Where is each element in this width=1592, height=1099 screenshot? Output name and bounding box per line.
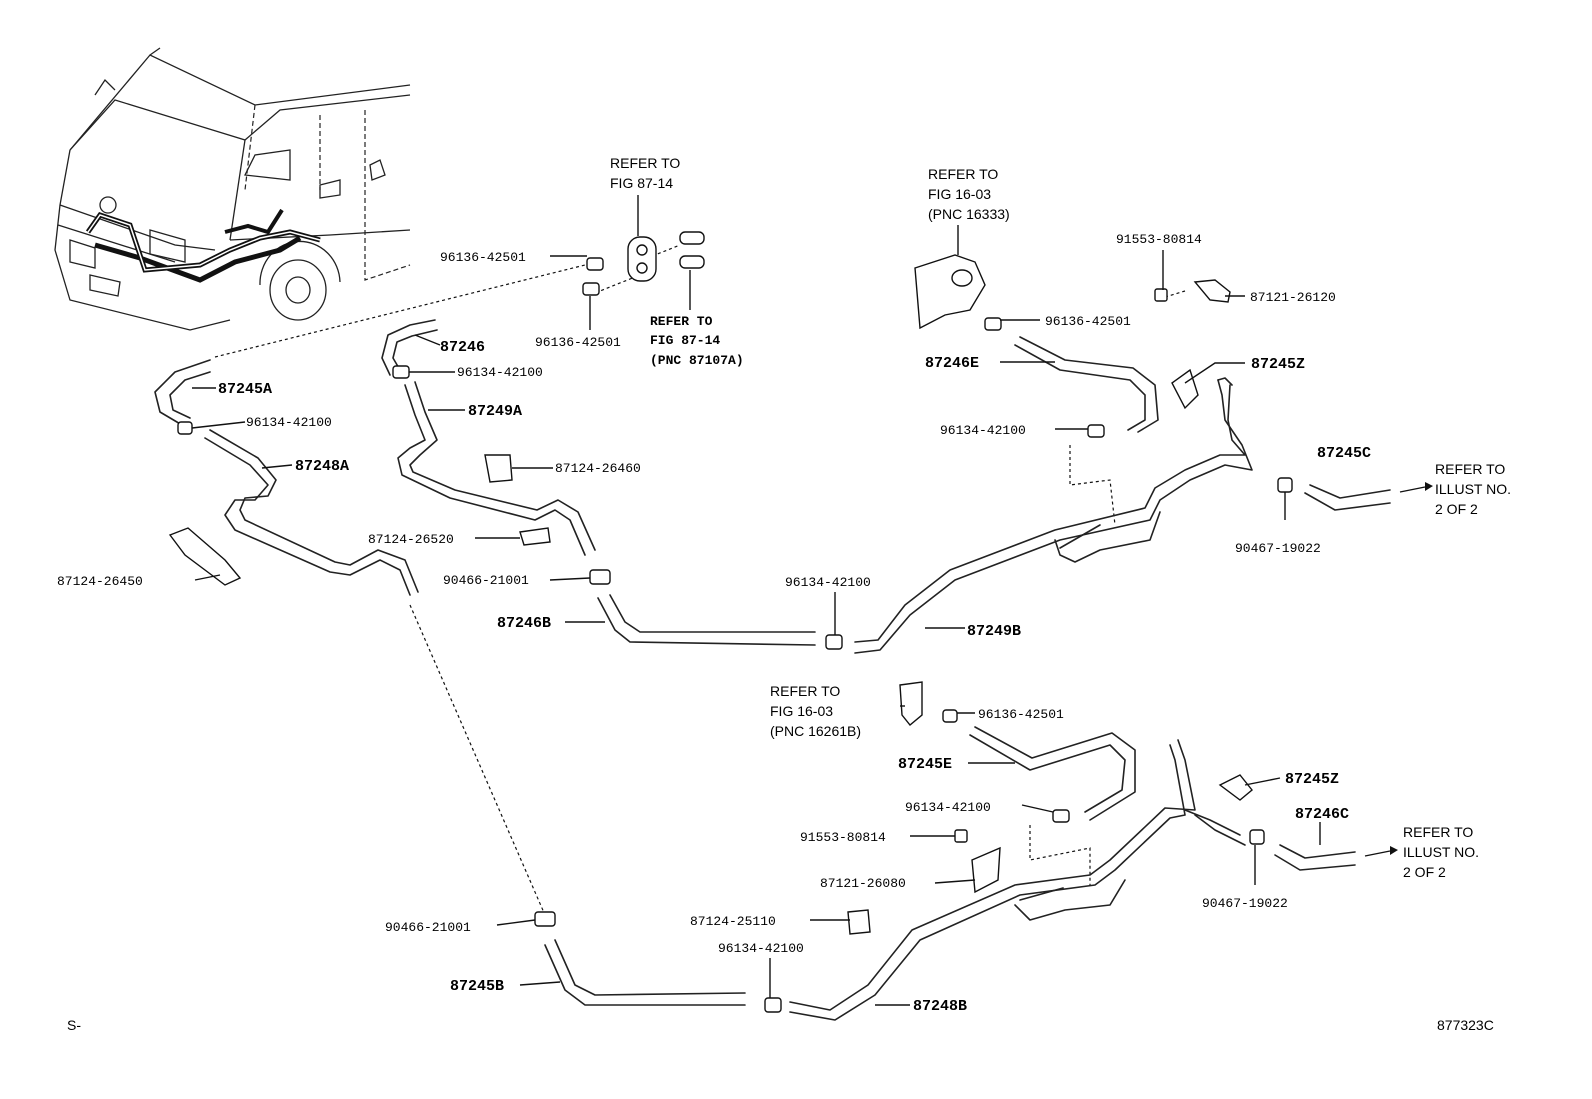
illustration-code: 877323C [1437,1017,1494,1033]
label-87246E: 87246E [925,355,979,372]
svg-text:REFER TO: REFER TO [1403,824,1473,840]
label-96134-42100-mid: 96134-42100 [457,365,543,380]
svg-text:2 OF 2: 2 OF 2 [1435,501,1478,517]
svg-text:(PNC 16333): (PNC 16333) [928,206,1010,222]
part-number-labels: 96136-42501 96136-42501 96134-42100 9613… [57,232,1336,956]
refer-note-fig87-top: REFER TO FIG 87-14 [610,155,680,191]
label-96134-42100-left: 96134-42100 [246,415,332,430]
label-87245Z-bottom: 87245Z [1285,771,1339,788]
label-87249B: 87249B [967,623,1021,640]
label-87124-25110: 87124-25110 [690,914,776,929]
refer-note-fig16-bottom: REFER TO FIG 16-03 (PNC 16261B) [770,683,861,739]
label-87248B: 87248B [913,998,967,1015]
label-87246C: 87246C [1295,806,1349,823]
svg-text:ILLUST NO.: ILLUST NO. [1403,844,1479,860]
svg-text:(PNC 87107A): (PNC 87107A) [650,353,744,368]
svg-text:ILLUST NO.: ILLUST NO. [1435,481,1511,497]
svg-text:FIG 16-03: FIG 16-03 [770,703,833,719]
label-96134-42100-87246b: 96134-42100 [785,575,871,590]
label-87245E: 87245E [898,756,952,773]
label-96136-42501-bottom: 96136-42501 [978,707,1064,722]
label-87248A: 87248A [295,458,349,475]
vehicle-illustration [54,47,411,331]
svg-text:(PNC 16261B): (PNC 16261B) [770,723,861,739]
leader-lines [191,195,1433,1006]
label-87245B: 87245B [450,978,504,995]
label-90466-21001-mid: 90466-21001 [443,573,529,588]
refer-note-fig16-top: REFER TO FIG 16-03 (PNC 16333) [928,166,1010,222]
corner-label-left: S- [67,1017,81,1033]
svg-text:REFER TO: REFER TO [610,155,680,171]
label-87124-26520: 87124-26520 [368,532,454,547]
label-87246B: 87246B [497,615,551,632]
label-96134-42100-bottom: 96134-42100 [905,800,991,815]
refer-to-notes: REFER TO FIG 87-14 REFER TO FIG 87-14 (P… [610,155,1511,880]
label-87124-26460: 87124-26460 [555,461,641,476]
svg-text:FIG 87-14: FIG 87-14 [610,175,673,191]
svg-text:REFER TO: REFER TO [650,314,713,329]
svg-text:REFER TO: REFER TO [770,683,840,699]
label-91553-80814-top: 91553-80814 [1116,232,1202,247]
refer-note-illust-top: REFER TO ILLUST NO. 2 OF 2 [1435,461,1511,517]
label-87245C: 87245C [1317,445,1371,462]
label-91553-80814-bottom: 91553-80814 [800,830,886,845]
refer-note-illust-bottom: REFER TO ILLUST NO. 2 OF 2 [1403,824,1479,880]
label-87245Z-top: 87245Z [1251,356,1305,373]
label-87121-26080: 87121-26080 [820,876,906,891]
label-96136-42501-top-a: 96136-42501 [440,250,526,265]
label-87249A: 87249A [468,403,522,420]
label-96134-42100-right: 96134-42100 [940,423,1026,438]
clamp-and-bracket-parts [168,231,1293,1013]
label-87245A: 87245A [218,381,272,398]
refer-note-fig87-pnc: REFER TO FIG 87-14 (PNC 87107A) [650,314,744,368]
hose-shapes [154,319,1391,1021]
svg-text:REFER TO: REFER TO [1435,461,1505,477]
label-96136-42501-right: 96136-42501 [1045,314,1131,329]
label-90467-19022-top: 90467-19022 [1235,541,1321,556]
label-96136-42501-top-b: 96136-42501 [535,335,621,350]
svg-text:REFER TO: REFER TO [928,166,998,182]
label-87124-26450: 87124-26450 [57,574,143,589]
label-87246: 87246 [440,339,485,356]
svg-text:FIG 16-03: FIG 16-03 [928,186,991,202]
svg-text:2 OF 2: 2 OF 2 [1403,864,1446,880]
label-90466-21001-bottom: 90466-21001 [385,920,471,935]
label-96134-42100-87245b: 96134-42100 [718,941,804,956]
label-87121-26120: 87121-26120 [1250,290,1336,305]
svg-text:FIG 87-14: FIG 87-14 [650,333,720,348]
hose-labels: 87245A 87248A 87246 87249A 87246B 87249B… [218,339,1371,1015]
label-90467-19022-bottom: 90467-19022 [1202,896,1288,911]
